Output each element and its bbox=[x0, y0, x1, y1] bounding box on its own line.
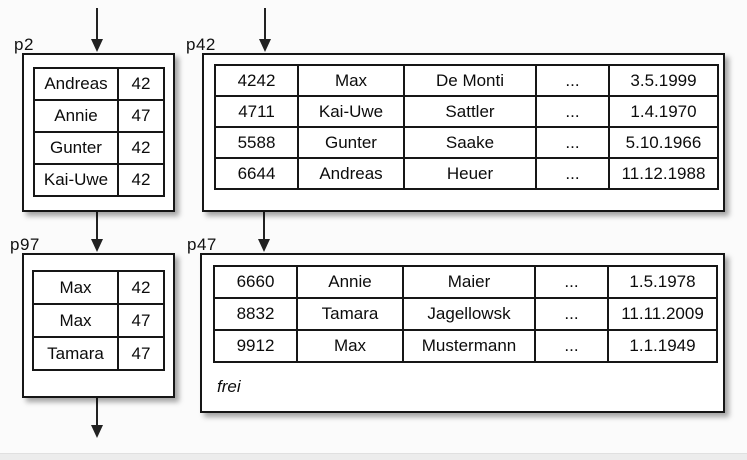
table-cell: ... bbox=[534, 297, 609, 331]
table-cell: 5.10.1966 bbox=[608, 126, 719, 159]
table-cell: Andreas bbox=[33, 67, 119, 101]
table-cell: 42 bbox=[117, 163, 165, 197]
page-box-p42: 4242 Max De Monti ... 3.5.1999 4711 Kai-… bbox=[202, 53, 725, 212]
table-row: 9912 Max Mustermann ... 1.1.1949 bbox=[213, 329, 718, 363]
arrow-into-p42 bbox=[259, 8, 271, 52]
table-cell: 47 bbox=[117, 303, 165, 338]
table-cell: 6644 bbox=[214, 157, 299, 190]
arrow-p42-to-p47 bbox=[258, 212, 270, 252]
table-cell: Tamara bbox=[32, 336, 119, 371]
page-table-p97: Max 42 Max 47 Tamara 47 bbox=[32, 270, 165, 371]
arrow-out-of-p97 bbox=[91, 398, 103, 438]
arrow-head-icon bbox=[258, 239, 270, 252]
table-cell: 47 bbox=[117, 336, 165, 371]
arrow-head-icon bbox=[91, 39, 103, 52]
table-cell: Max bbox=[32, 270, 119, 305]
table-cell: Heuer bbox=[403, 157, 537, 190]
arrow-line bbox=[96, 212, 98, 240]
table-cell: Gunter bbox=[297, 126, 405, 159]
table-cell: Saake bbox=[403, 126, 537, 159]
table-cell: 6660 bbox=[213, 265, 298, 299]
table-row: Max 42 bbox=[32, 270, 165, 305]
table-row: 6644 Andreas Heuer ... 11.12.1988 bbox=[214, 157, 719, 190]
page-box-p2: Andreas 42 Annie 47 Gunter 42 Kai-Uwe 42 bbox=[22, 53, 175, 212]
arrow-head-icon bbox=[91, 425, 103, 438]
page-label-p2: p2 bbox=[14, 35, 34, 54]
table-row: 6660 Annie Maier ... 1.5.1978 bbox=[213, 265, 718, 299]
table-cell: 4711 bbox=[214, 95, 299, 128]
table-cell: 11.11.2009 bbox=[607, 297, 718, 331]
page-label-p42: p42 bbox=[186, 35, 216, 54]
table-cell: 11.12.1988 bbox=[608, 157, 719, 190]
page-table-p42: 4242 Max De Monti ... 3.5.1999 4711 Kai-… bbox=[214, 64, 719, 190]
table-row: Annie 47 bbox=[33, 99, 165, 133]
table-cell: Mustermann bbox=[402, 329, 536, 363]
table-row: Kai-Uwe 42 bbox=[33, 163, 165, 197]
arrow-head-icon bbox=[259, 39, 271, 52]
arrow-head-icon bbox=[91, 239, 103, 252]
table-cell: 1.1.1949 bbox=[607, 329, 718, 363]
table-cell: Annie bbox=[296, 265, 404, 299]
table-cell: De Monti bbox=[403, 64, 537, 97]
page-box-p97: Max 42 Max 47 Tamara 47 bbox=[22, 253, 175, 398]
table-row: 8832 Tamara Jagellowsk ... 11.11.2009 bbox=[213, 297, 718, 331]
table-cell: 42 bbox=[117, 131, 165, 165]
table-cell: Max bbox=[297, 64, 405, 97]
table-cell: Gunter bbox=[33, 131, 119, 165]
table-cell: Annie bbox=[33, 99, 119, 133]
table-cell: Maier bbox=[402, 265, 536, 299]
table-row: Max 47 bbox=[32, 303, 165, 338]
table-cell: 5588 bbox=[214, 126, 299, 159]
table-cell: Sattler bbox=[403, 95, 537, 128]
table-cell: 3.5.1999 bbox=[608, 64, 719, 97]
page-label-p97: p97 bbox=[10, 235, 40, 254]
table-cell: Max bbox=[296, 329, 404, 363]
bottom-edge-strip bbox=[0, 453, 747, 460]
free-space-label: frei bbox=[217, 377, 241, 396]
table-row: 5588 Gunter Saake ... 5.10.1966 bbox=[214, 126, 719, 159]
table-cell: Kai-Uwe bbox=[297, 95, 405, 128]
table-cell: 1.5.1978 bbox=[607, 265, 718, 299]
table-cell: ... bbox=[534, 265, 609, 299]
table-cell: ... bbox=[535, 157, 610, 190]
table-cell: Kai-Uwe bbox=[33, 163, 119, 197]
table-row: 4242 Max De Monti ... 3.5.1999 bbox=[214, 64, 719, 97]
arrow-line bbox=[263, 212, 265, 240]
arrow-into-p2 bbox=[91, 8, 103, 52]
table-cell: Andreas bbox=[297, 157, 405, 190]
page-label-p47: p47 bbox=[187, 235, 217, 254]
table-cell: 42 bbox=[117, 67, 165, 101]
page-table-p47: 6660 Annie Maier ... 1.5.1978 8832 Tamar… bbox=[213, 265, 718, 363]
page-box-p47: 6660 Annie Maier ... 1.5.1978 8832 Tamar… bbox=[200, 253, 725, 413]
table-row: Andreas 42 bbox=[33, 67, 165, 101]
table-cell: Max bbox=[32, 303, 119, 338]
table-cell: 4242 bbox=[214, 64, 299, 97]
table-cell: Jagellowsk bbox=[402, 297, 536, 331]
table-cell: 1.4.1970 bbox=[608, 95, 719, 128]
table-cell: ... bbox=[535, 126, 610, 159]
table-cell: ... bbox=[535, 64, 610, 97]
table-cell: ... bbox=[535, 95, 610, 128]
table-row: 4711 Kai-Uwe Sattler ... 1.4.1970 bbox=[214, 95, 719, 128]
table-row: Tamara 47 bbox=[32, 336, 165, 371]
page-table-p2: Andreas 42 Annie 47 Gunter 42 Kai-Uwe 42 bbox=[33, 67, 165, 197]
arrow-line bbox=[96, 8, 98, 40]
table-cell: 9912 bbox=[213, 329, 298, 363]
table-cell: 47 bbox=[117, 99, 165, 133]
arrow-p2-to-p97 bbox=[91, 212, 103, 252]
table-cell: ... bbox=[534, 329, 609, 363]
table-cell: 8832 bbox=[213, 297, 298, 331]
table-row: Gunter 42 bbox=[33, 131, 165, 165]
table-cell: 42 bbox=[117, 270, 165, 305]
table-cell: Tamara bbox=[296, 297, 404, 331]
arrow-line bbox=[96, 398, 98, 426]
arrow-line bbox=[264, 8, 266, 40]
